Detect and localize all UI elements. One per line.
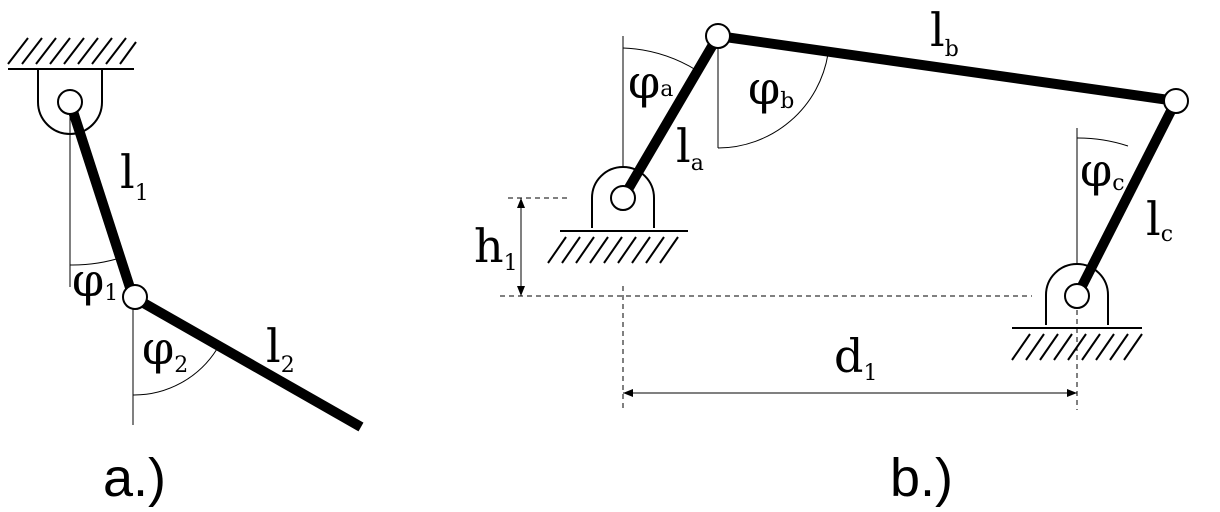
label-lc: lc [1146, 192, 1173, 247]
link-l2 [130, 292, 364, 432]
angle-arc-b [717, 53, 829, 149]
joint-bc [1163, 88, 1189, 114]
link-l1 [65, 100, 138, 299]
link-lb [717, 31, 1177, 106]
label-d1: d1 [834, 329, 877, 386]
label-l1: l1 [120, 145, 149, 206]
angle-arc-c [1076, 137, 1129, 147]
joint-ab [705, 23, 731, 49]
caption-b: b.) [890, 448, 953, 508]
label-lb: lb [930, 3, 959, 62]
label-phi2: φ2 [142, 321, 188, 378]
ground-support-a [547, 166, 688, 264]
link-la [618, 33, 723, 201]
angle-arc-2 [132, 348, 218, 396]
label-l2: l2 [266, 319, 295, 378]
caption-a: a.) [103, 448, 166, 508]
figure-b-four-bar-linkage: φa φb la lb φc lc h1 d1 b.) [474, 3, 1189, 508]
ground-pivot-c [1064, 283, 1090, 309]
label-phi-c: φc [1080, 143, 1125, 197]
ground-pivot-a [610, 185, 636, 211]
label-phi-a: φa [628, 55, 673, 109]
joint-1 [122, 284, 148, 310]
label-phi1: φ1 [72, 253, 118, 307]
figure-a-double-pendulum: l1 φ1 φ2 l2 a.) [7, 37, 364, 508]
pivot-joint-top [57, 89, 83, 115]
label-h1: h1 [474, 219, 518, 276]
angle-arc-a [622, 47, 697, 71]
label-la: la [676, 119, 704, 176]
ceiling-hatch [7, 37, 137, 70]
link-lc [1072, 98, 1181, 299]
label-phi-b: φb [748, 61, 794, 115]
